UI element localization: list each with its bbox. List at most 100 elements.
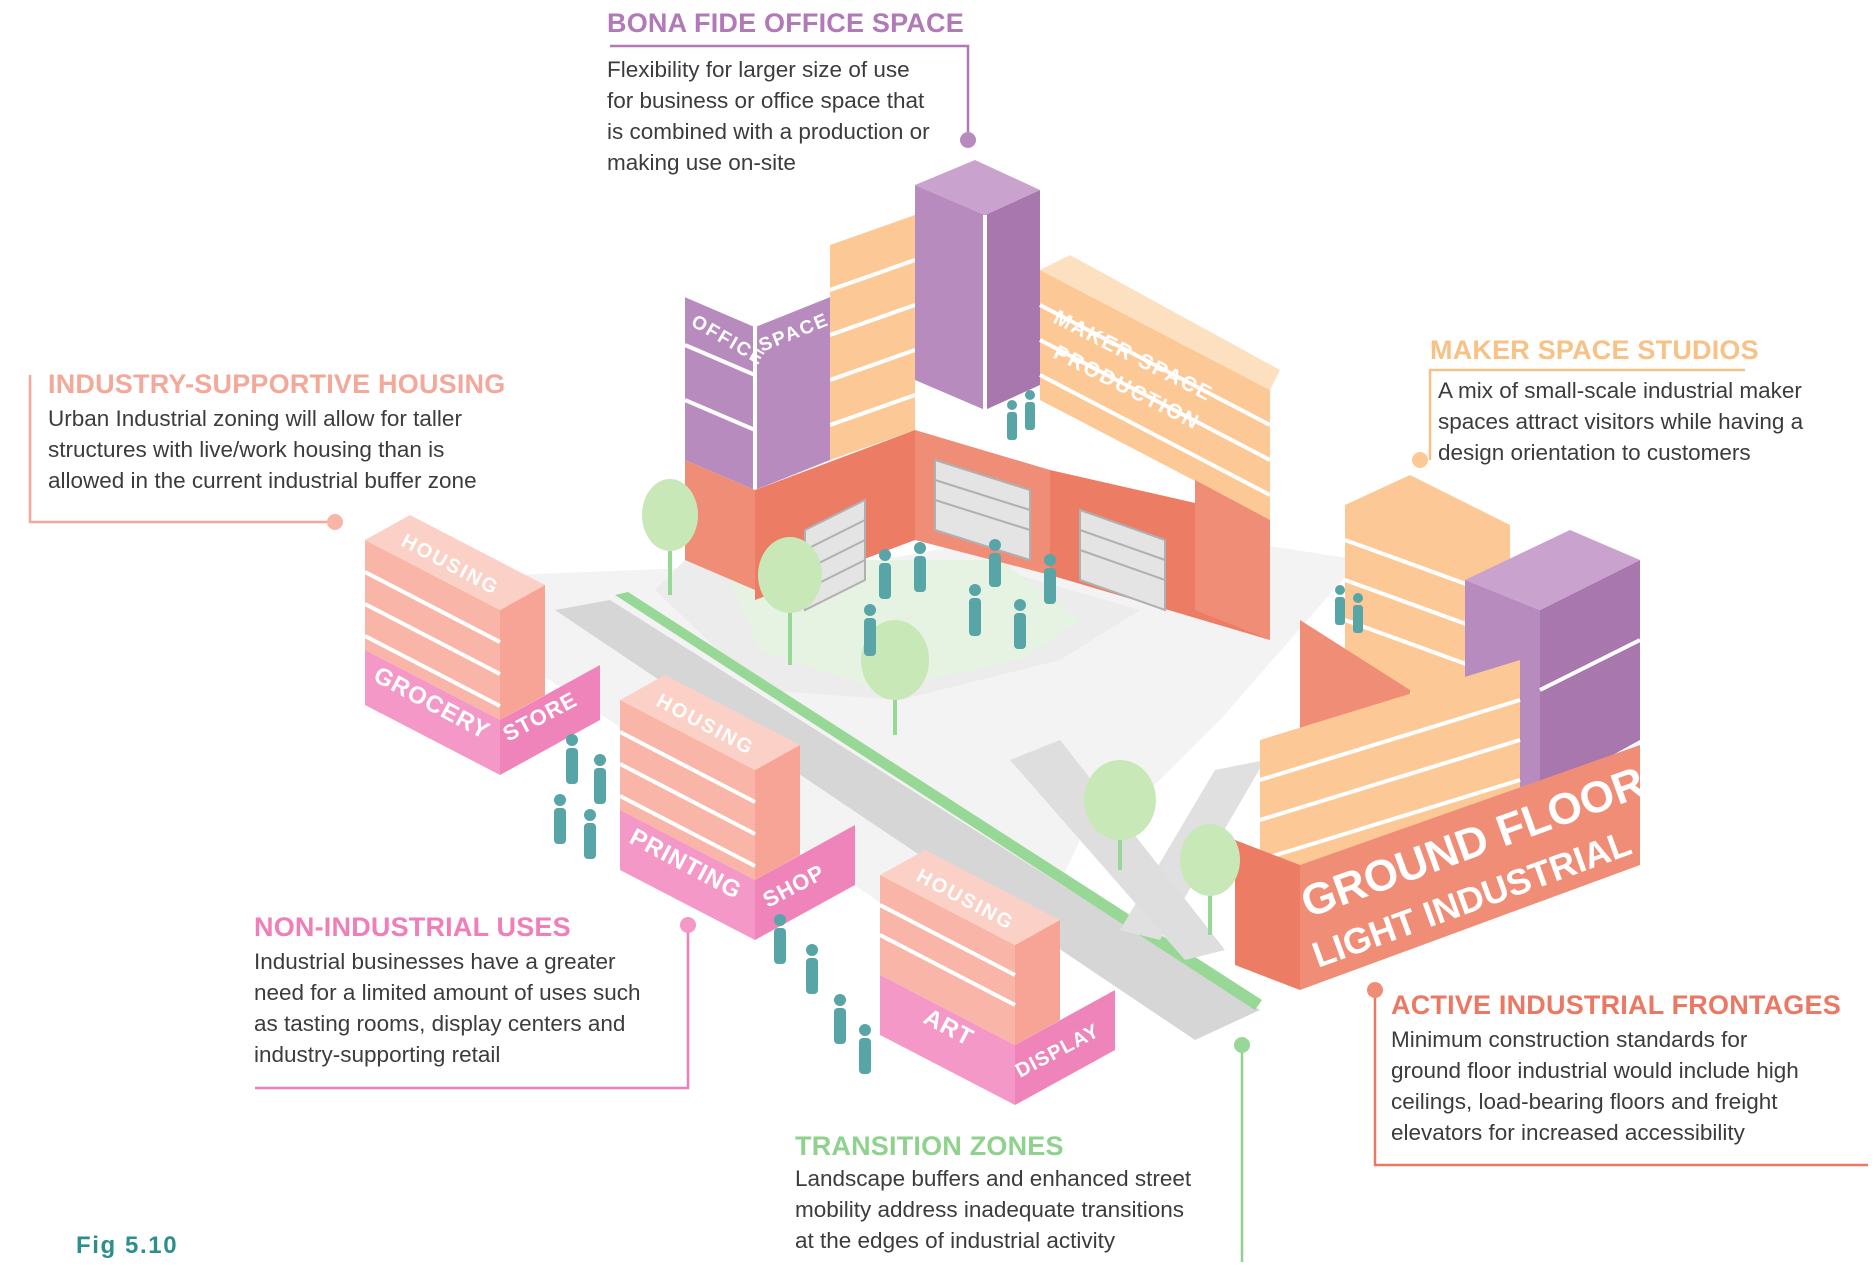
person	[584, 809, 596, 859]
callout-frontages-title: ACTIVE INDUSTRIAL FRONTAGES	[1391, 990, 1841, 1020]
callout-maker-line: design orientation to customers	[1438, 440, 1751, 465]
leader-lines	[28, 44, 1868, 1262]
person	[774, 914, 786, 964]
callout-office: BONA FIDE OFFICE SPACE Flexibility for l…	[607, 6, 987, 178]
person	[594, 754, 606, 804]
right-industrial-end	[1235, 840, 1300, 990]
callout-transition-title: TRANSITION ZONES	[795, 1131, 1064, 1161]
grocery-housing-front	[365, 540, 500, 720]
leader-housing	[28, 375, 335, 524]
person	[834, 994, 846, 1044]
callout-frontages-line: Minimum construction standards for	[1391, 1027, 1748, 1052]
callout-transition-line: Landscape buffers and enhanced street	[795, 1166, 1192, 1191]
callout-housing-line: Urban Industrial zoning will allow for t…	[48, 406, 462, 431]
callout-non-industrial-title: NON-INDUSTRIAL USES	[254, 912, 571, 942]
tree	[1084, 760, 1156, 870]
person	[566, 734, 578, 784]
central-complex: MAKER SPACE PRODUCTION OFFICE SPACE	[684, 160, 1280, 640]
person	[1335, 585, 1345, 625]
callout-housing-line: structures with live/work housing than i…	[48, 437, 445, 462]
leader-non-industrial	[255, 925, 690, 1090]
callout-transition-body: Landscape buffers and enhanced street mo…	[795, 1163, 1235, 1256]
person	[1353, 593, 1363, 633]
people	[554, 390, 1363, 1074]
grocery-side	[500, 665, 600, 775]
callout-housing-line: allowed in the current industrial buffer…	[48, 468, 477, 493]
callout-maker: MAKER SPACE STUDIOS A mix of small-scale…	[1428, 333, 1868, 468]
tree	[642, 479, 698, 595]
leader-maker	[1428, 368, 1745, 460]
art-housing-front	[880, 875, 1015, 1045]
leader-frontages	[1373, 995, 1868, 1167]
green-strip-street	[615, 592, 1262, 1010]
leader-office	[610, 44, 970, 140]
person	[806, 944, 818, 994]
callout-non-industrial-line: need for a limited amount of uses such	[254, 980, 641, 1005]
callout-maker-title: MAKER SPACE STUDIOS	[1430, 335, 1759, 365]
callout-office-line: for business or office space that	[607, 88, 925, 113]
callout-non-industrial-line: Industrial businesses have a greater	[254, 949, 616, 974]
tree	[1180, 824, 1240, 935]
callout-non-industrial-line: as tasting rooms, display centers and	[254, 1011, 626, 1036]
right-purple-side	[1540, 560, 1640, 795]
maker-block-right	[1040, 270, 1270, 520]
office-tower-left-front	[685, 295, 755, 490]
callout-transition-line: at the edges of industrial activity	[795, 1228, 1116, 1253]
office-tower-center-right	[985, 190, 1040, 410]
callout-non-industrial-body: Industrial businesses have a greater nee…	[254, 946, 684, 1070]
person	[1007, 400, 1017, 440]
grocery-housing-side	[500, 585, 545, 720]
art-housing-top	[880, 850, 1060, 945]
grocery-front	[365, 650, 500, 775]
person	[1044, 554, 1056, 604]
industrial-base-left	[685, 460, 755, 590]
callout-non-industrial-line: industry-supporting retail	[254, 1042, 501, 1067]
callout-housing-body: Urban Industrial zoning will allow for t…	[48, 403, 568, 496]
person	[969, 584, 981, 636]
tree	[758, 537, 822, 665]
callout-frontages-line: ceilings, load-bearing floors and freigh…	[1391, 1089, 1778, 1114]
callout-transition-line: mobility address inadequate transitions	[795, 1197, 1184, 1222]
person	[554, 794, 566, 844]
ground-plane	[515, 520, 1360, 1040]
tree	[861, 620, 929, 735]
figure-label: Fig 5.10	[76, 1232, 179, 1259]
callout-frontages-line: ground floor industrial would include hi…	[1391, 1058, 1799, 1083]
callout-non-industrial: NON-INDUSTRIAL USES Industrial businesse…	[254, 910, 684, 1070]
callout-housing-title: INDUSTRY-SUPPORTIVE HOUSING	[48, 369, 506, 399]
callout-maker-body: A mix of small-scale industrial maker sp…	[1428, 375, 1868, 468]
callout-housing: INDUSTRY-SUPPORTIVE HOUSING Urban Indust…	[48, 367, 568, 496]
maker-block-right-top	[1040, 255, 1280, 390]
person	[1014, 599, 1026, 649]
callout-office-line: making use on-site	[607, 150, 796, 175]
person	[879, 549, 891, 599]
art-building: HOUSING ART DISPLAY	[879, 850, 1115, 1105]
office-tower-center-left	[915, 185, 985, 410]
callout-office-title: BONA FIDE OFFICE SPACE	[607, 8, 964, 38]
callout-frontages-line: elevators for increased accessibility	[1391, 1120, 1745, 1145]
callout-frontages: ACTIVE INDUSTRIAL FRONTAGES Minimum cons…	[1391, 988, 1861, 1148]
callout-office-line: is combined with a production or	[607, 119, 930, 144]
right-purple-top	[1465, 530, 1640, 610]
printing-housing-side	[755, 745, 800, 880]
maker-block-left	[830, 215, 915, 460]
person	[864, 604, 876, 656]
grocery-building: HOUSING GROCERY STORE	[364, 515, 600, 775]
art-side	[1015, 990, 1115, 1105]
office-tower-center-top	[915, 160, 1040, 215]
callout-maker-line: spaces attract visitors while having a	[1438, 409, 1804, 434]
garage-doors	[804, 458, 1166, 612]
person	[914, 542, 926, 592]
trees	[642, 479, 1240, 935]
callout-transition: TRANSITION ZONES Landscape buffers and e…	[795, 1129, 1235, 1256]
person	[989, 539, 1001, 587]
person	[859, 1024, 871, 1074]
right-industrial-front	[1300, 745, 1640, 990]
callout-office-body: Flexibility for larger size of use for b…	[607, 54, 987, 178]
printing-front	[620, 810, 755, 940]
printing-housing-top	[620, 675, 800, 770]
office-tower-left-side	[755, 295, 830, 490]
printing-side	[755, 825, 855, 940]
callout-frontages-body: Minimum construction standards for groun…	[1391, 1024, 1861, 1148]
